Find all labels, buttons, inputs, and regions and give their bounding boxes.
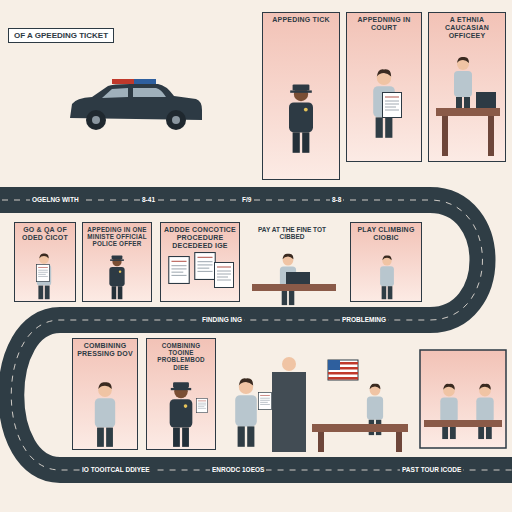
title-banner: OF A GPEEDING TICKET bbox=[8, 28, 114, 43]
step-panel: COMBINING PRESSING DOV bbox=[72, 338, 138, 450]
step-panel: ADDDE CONCOTICE PROCEDURE DECEDEED IGE bbox=[160, 222, 240, 302]
step-panel: GO & QA OF ODED CICOT bbox=[14, 222, 76, 302]
step-panel: COMBINING TOOINE PROBLEMBOD DIEE bbox=[146, 338, 216, 450]
panel-caption: PLAY CLIMBING CIOBIC bbox=[354, 226, 418, 242]
road-label: F/9 bbox=[240, 196, 253, 203]
step-panel: APPEDNING IN COURT bbox=[346, 12, 422, 162]
road-label: PROBLEMING bbox=[340, 316, 388, 323]
step-caption: PAY AT THE FINE TOT CIBBED bbox=[246, 226, 338, 240]
road-label: 8-41 bbox=[140, 196, 157, 203]
road-label: IO TOOITCAL DDIYEE bbox=[80, 466, 152, 473]
panel-caption: COMBINING TOOINE PROBLEMBOD DIEE bbox=[150, 342, 212, 371]
road-label: OGELNG WITH bbox=[30, 196, 81, 203]
step-panel: APPEDING IN ONE MINISTE OFFICIAL POLICE … bbox=[82, 222, 152, 302]
step-panel: APPEDING TICK bbox=[262, 12, 340, 180]
road-label: FINDING ING bbox=[200, 316, 244, 323]
step-panel: A ETHNIA CAUCASIAN OFFICEEY bbox=[428, 12, 506, 162]
panel-caption: GO & QA OF ODED CICOT bbox=[18, 226, 72, 242]
panel-caption: ADDDE CONCOTICE PROCEDURE DECEDEED IGE bbox=[164, 226, 236, 250]
panel-caption: APPEDNING IN COURT bbox=[350, 16, 418, 32]
road-label: ENRODC 1OEOS bbox=[210, 466, 266, 473]
panel-caption: APPEDING TICK bbox=[266, 16, 336, 24]
road-label: PAST TOUR ICODE bbox=[400, 466, 463, 473]
panel-caption: A ETHNIA CAUCASIAN OFFICEEY bbox=[432, 16, 502, 40]
panel-caption: COMBINING PRESSING DOV bbox=[76, 342, 134, 358]
step-panel: PLAY CLIMBING CIOBIC bbox=[350, 222, 422, 302]
road-label: 8-8 bbox=[330, 196, 343, 203]
panel-caption: APPEDING IN ONE MINISTE OFFICIAL POLICE … bbox=[86, 226, 148, 248]
